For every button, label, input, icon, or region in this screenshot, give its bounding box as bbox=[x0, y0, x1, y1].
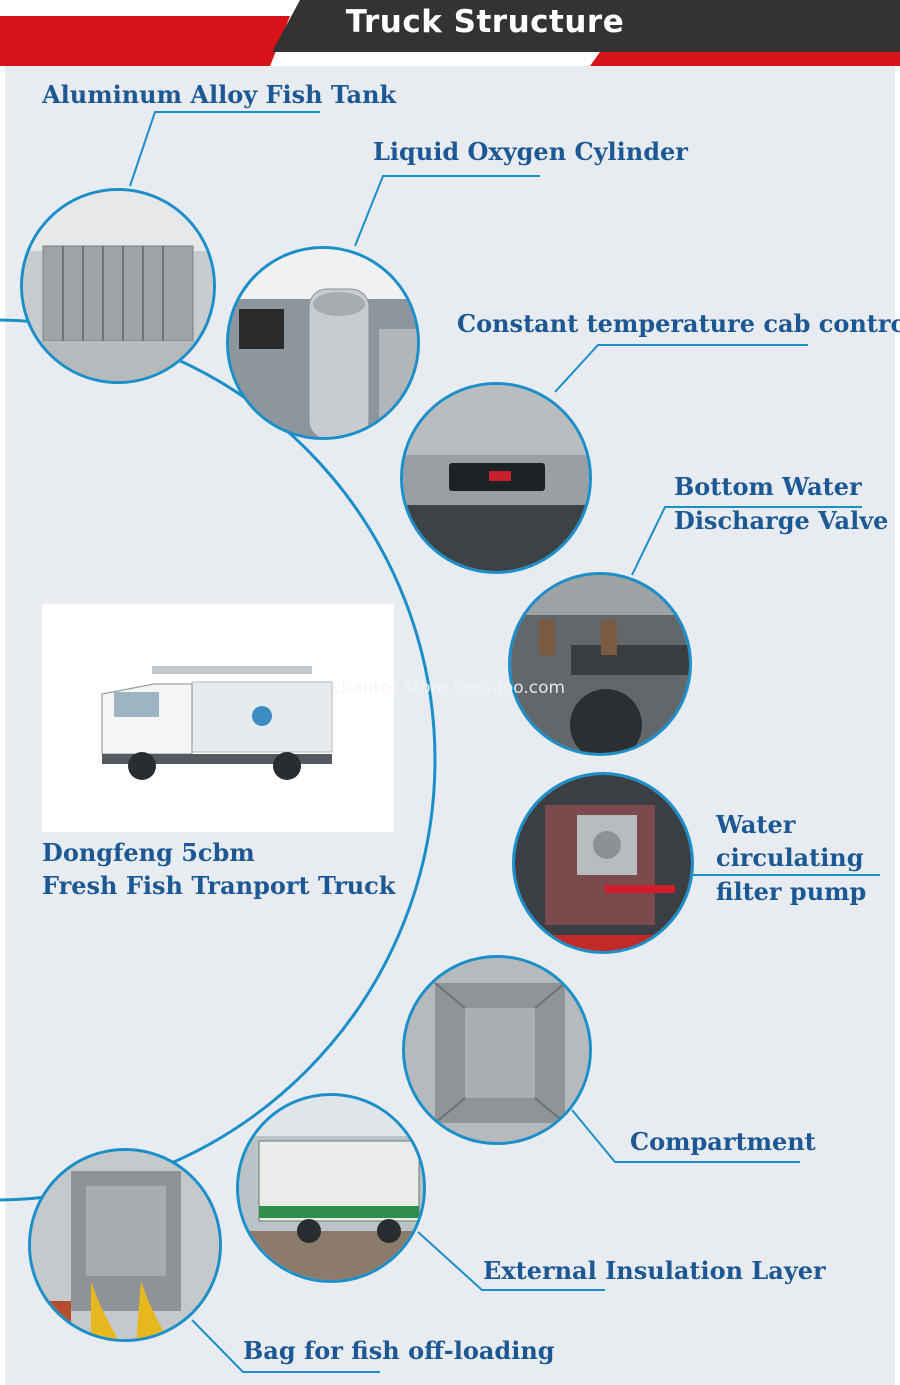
watermark-text: cl-autos.store.bossgoo.com bbox=[332, 678, 566, 698]
label-truck-description: Fresh Fish Tranport Truck bbox=[42, 871, 396, 900]
label-pump-2: circulating bbox=[716, 843, 864, 872]
pump-photo bbox=[512, 772, 694, 954]
page-title: Truck Structure bbox=[345, 4, 625, 40]
label-discharge-valve-2: Discharge Valve bbox=[674, 506, 889, 535]
oxygen-cylinder-photo bbox=[226, 246, 420, 440]
label-discharge-valve-1: Bottom Water bbox=[674, 472, 862, 501]
bag-photo bbox=[28, 1148, 222, 1342]
truck-photo bbox=[42, 604, 394, 832]
label-insulation: External Insulation Layer bbox=[483, 1256, 826, 1285]
discharge-valve-photo bbox=[508, 572, 692, 756]
label-aluminum-tank: Aluminum Alloy Fish Tank bbox=[42, 80, 397, 109]
label-pump-1: Water bbox=[716, 810, 796, 839]
header-graphic bbox=[0, 0, 900, 66]
aluminum-tank-photo bbox=[20, 188, 216, 384]
header-banner: Truck Structure bbox=[0, 0, 900, 66]
cab-control-photo bbox=[400, 382, 592, 574]
compartment-photo bbox=[402, 955, 592, 1145]
insulation-photo bbox=[236, 1093, 426, 1283]
label-compartment: Compartment bbox=[630, 1127, 816, 1156]
label-cab-control: Constant temperature cab control bbox=[457, 309, 900, 338]
label-oxygen-cylinder: Liquid Oxygen Cylinder bbox=[373, 137, 688, 166]
label-pump-3: filter pump bbox=[716, 877, 867, 906]
label-truck-model: Dongfeng 5cbm bbox=[42, 838, 255, 867]
label-bag: Bag for fish off-loading bbox=[243, 1336, 555, 1365]
truck-illustration bbox=[42, 604, 394, 832]
